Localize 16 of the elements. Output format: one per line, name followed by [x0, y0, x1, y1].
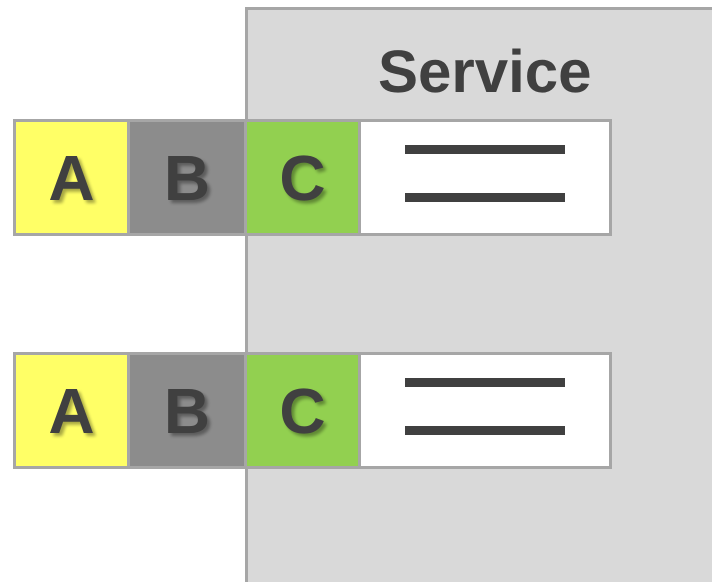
letter-label: C	[279, 146, 326, 210]
letter-label: B	[164, 146, 210, 210]
address-cell	[13, 119, 130, 236]
letter-label: A	[48, 378, 95, 442]
endpoint-box	[358, 352, 612, 469]
binding-cell	[127, 119, 247, 236]
contract-cell	[244, 119, 361, 236]
service-title: Service	[378, 42, 592, 102]
binding-cell	[127, 352, 247, 469]
service-box	[245, 7, 712, 582]
letter-label: A	[48, 146, 95, 210]
letter-label: C	[279, 378, 326, 442]
endpoint-box	[358, 119, 612, 236]
contract-cell	[244, 352, 361, 469]
letter-label: B	[164, 378, 210, 442]
address-cell	[13, 352, 130, 469]
